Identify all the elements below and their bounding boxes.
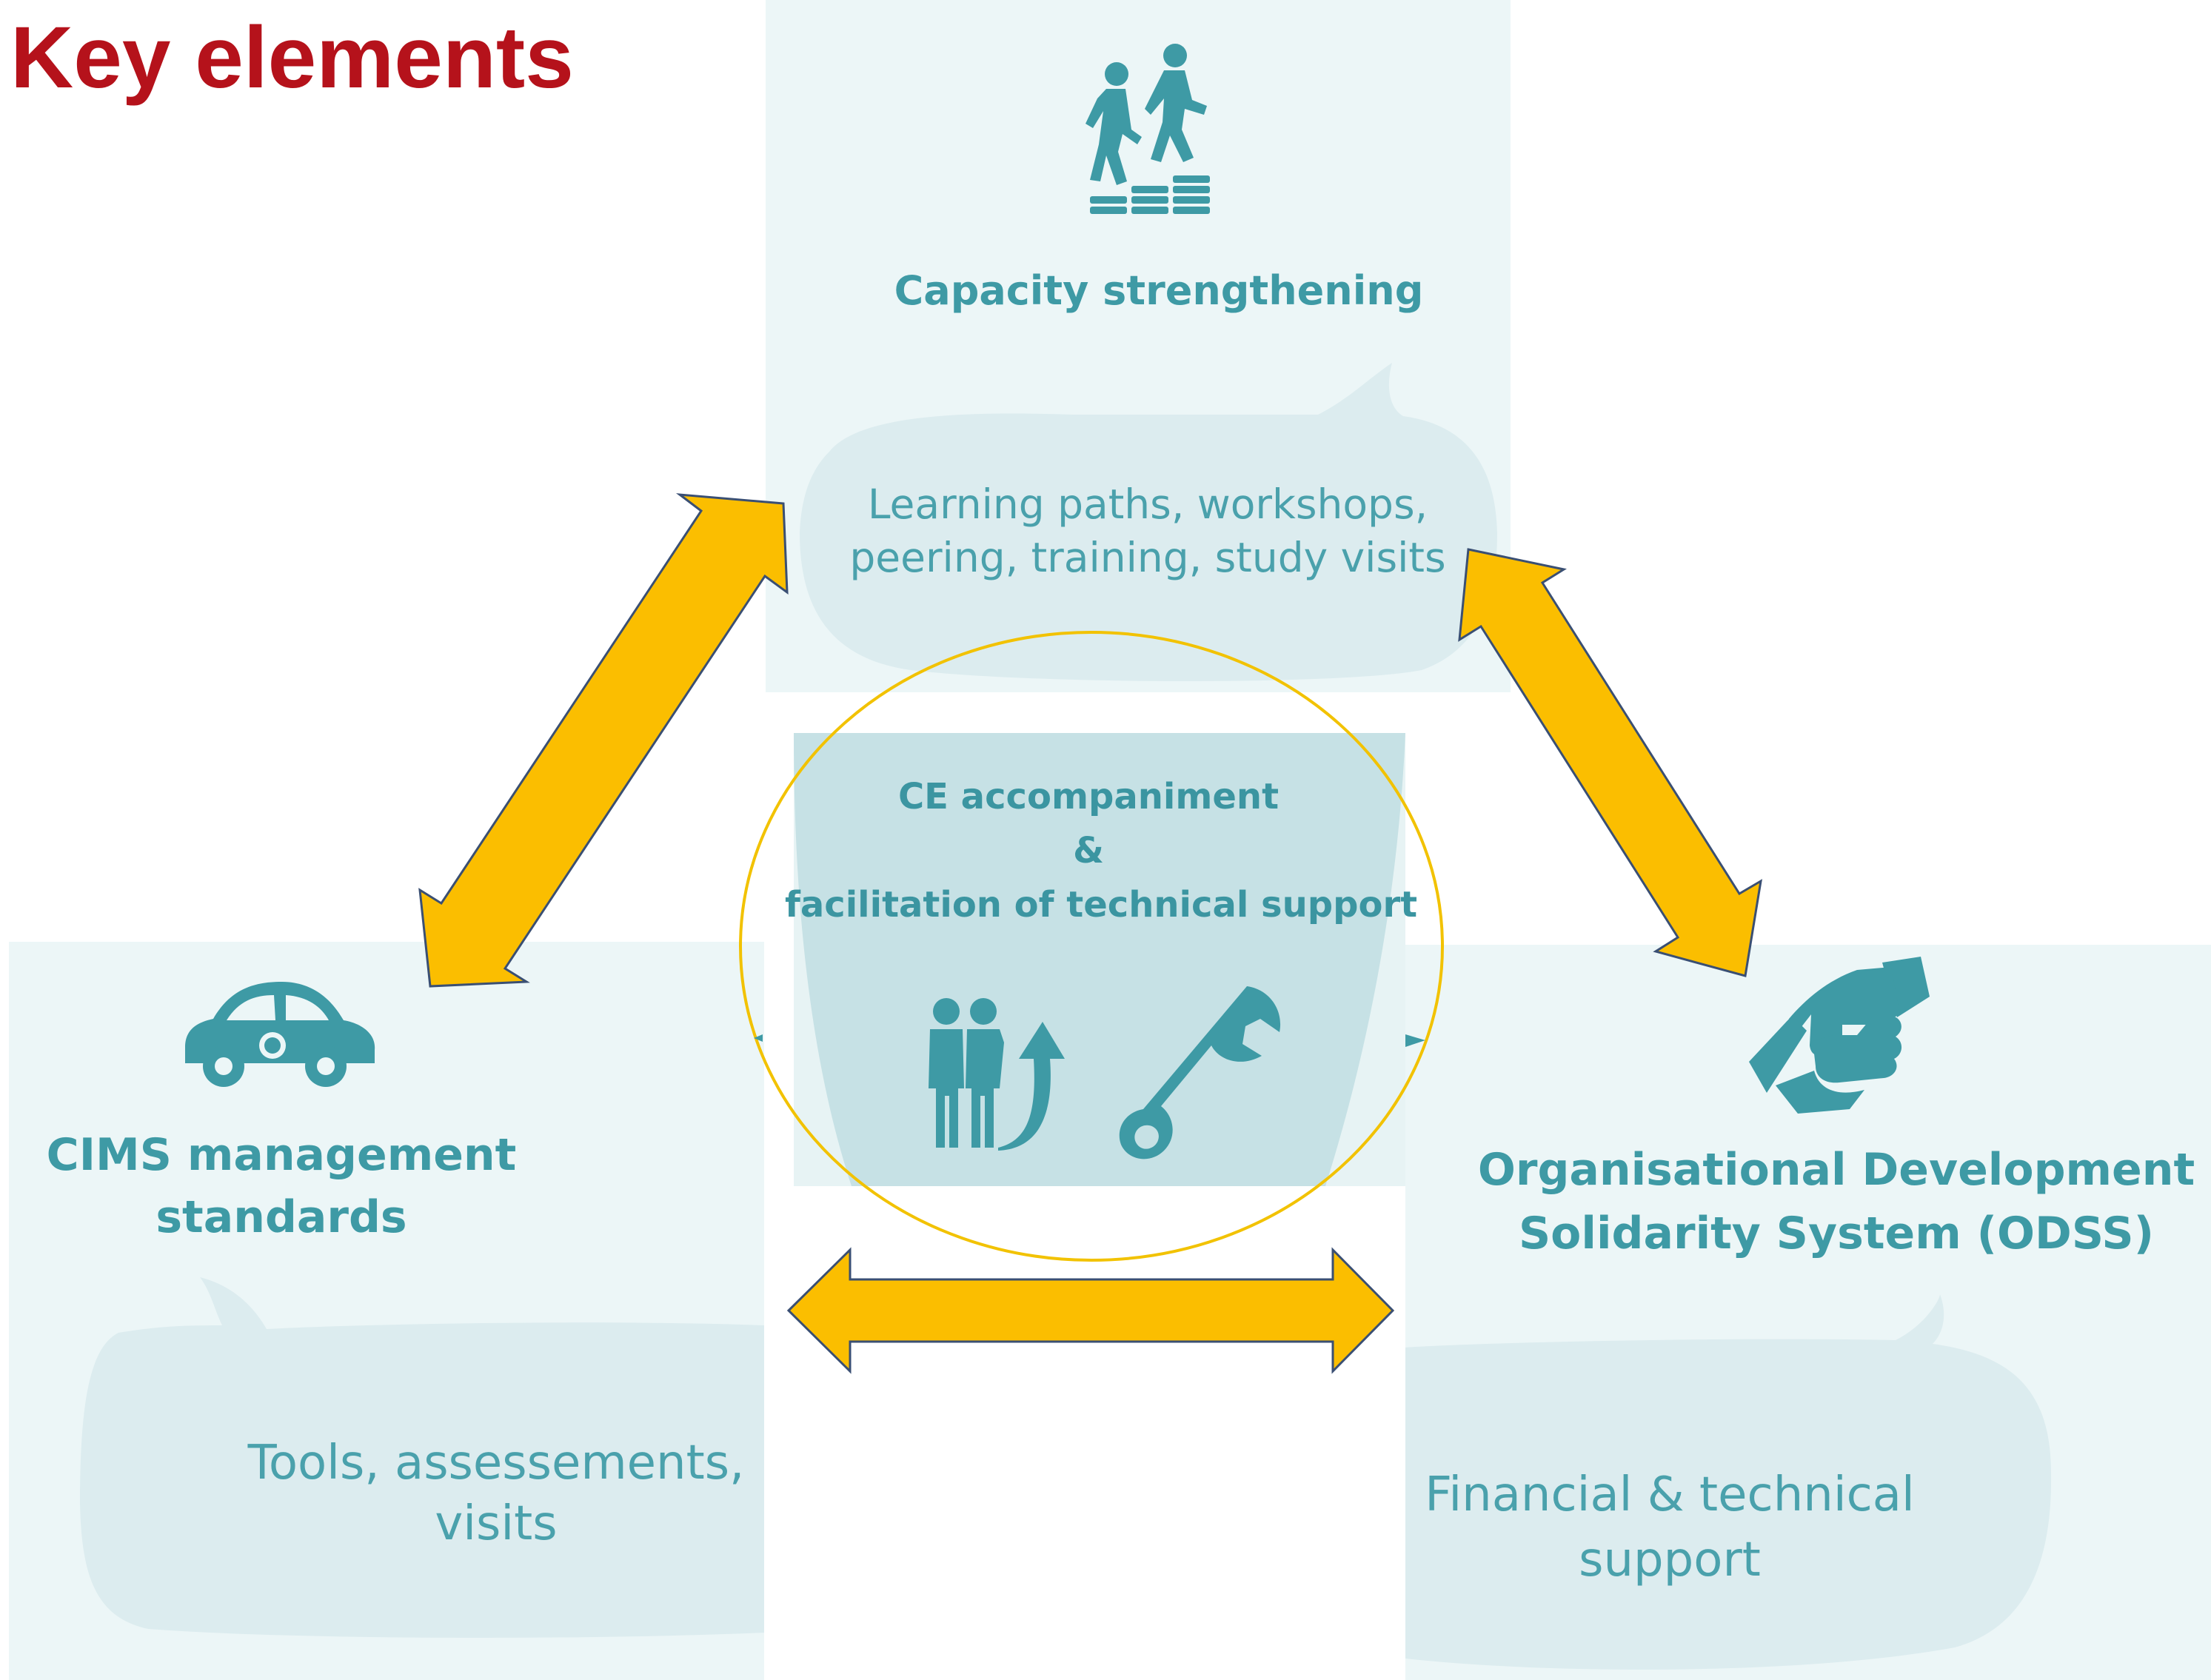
center-title-line: & [1073,830,1104,871]
people-climbing-steps-icon [1086,44,1210,214]
capacity-bubble-text: Learning paths, workshops, peering, trai… [800,478,1496,584]
center-title-line: facilitation of technical support [785,884,1418,926]
cims-bubble-line: visits [435,1496,558,1551]
cims-title-line: standards [155,1191,407,1243]
wrench-icon [1119,986,1281,1159]
odss-title-line: Solidarity System (ODSS) [1518,1208,2155,1259]
center-title-line: CE accompaniment [897,776,1280,817]
odss-title: Organisational Development Solidarity Sy… [1474,1138,2199,1265]
cims-bubble-text: Tools, assessements, visits [193,1433,800,1554]
odss-bubble-text: Financial & technical support [1407,1462,1933,1593]
people-growth-arrow-icon [929,998,1065,1151]
page-title: Key elements [10,9,574,107]
capacity-title: Capacity strengthening [894,267,1424,314]
center-title: CE accompaniment & facilitation of techn… [785,770,1418,932]
cims-title-line: CIMS management [46,1129,517,1181]
handshake-icon [1749,957,1930,1114]
odss-title-line: Organisational Development [1477,1144,2195,1196]
odss-bubble-line: Financial & technical [1425,1468,1915,1522]
odss-bubble-line: support [1579,1533,1761,1587]
cims-bubble-line: Tools, assessements, [247,1436,745,1490]
cims-title: CIMS management standards [15,1124,548,1248]
car-icon [185,982,375,1087]
capacity-bubble-line: Learning paths, workshops, [867,481,1428,528]
capacity-bubble-line: peering, training, study visits [849,534,1446,581]
